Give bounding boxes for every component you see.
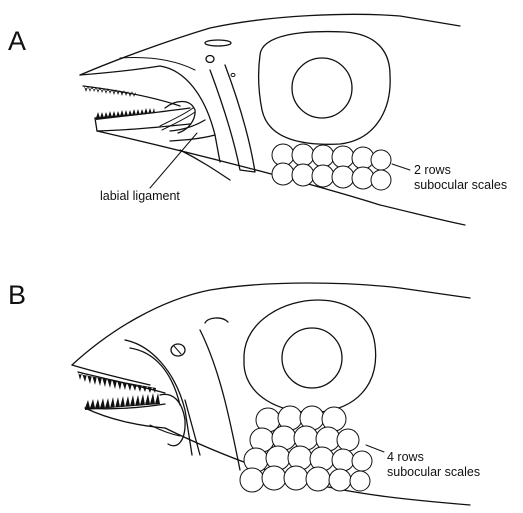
panel-a-letter: A <box>8 26 26 56</box>
panel-b-rows-label-line1: 4 rows <box>387 450 424 464</box>
panel-a-subocular-scales <box>272 144 391 190</box>
panel-a-rows-pointer-line <box>392 164 410 170</box>
labial-ligament-label: labial ligament <box>100 189 180 203</box>
panel-b-letter: B <box>8 280 26 310</box>
panel-b-subocular-scales <box>240 406 372 492</box>
panel-b-rows-label-line2: subocular scales <box>387 465 480 479</box>
panel-a: A <box>8 14 507 225</box>
panel-a-rows-label-line2: subocular scales <box>414 178 507 192</box>
panel-b-rows-pointer-line <box>366 445 384 452</box>
panel-a-rows-label-line1: 2 rows <box>414 163 451 177</box>
panel-b: B <box>8 280 480 505</box>
